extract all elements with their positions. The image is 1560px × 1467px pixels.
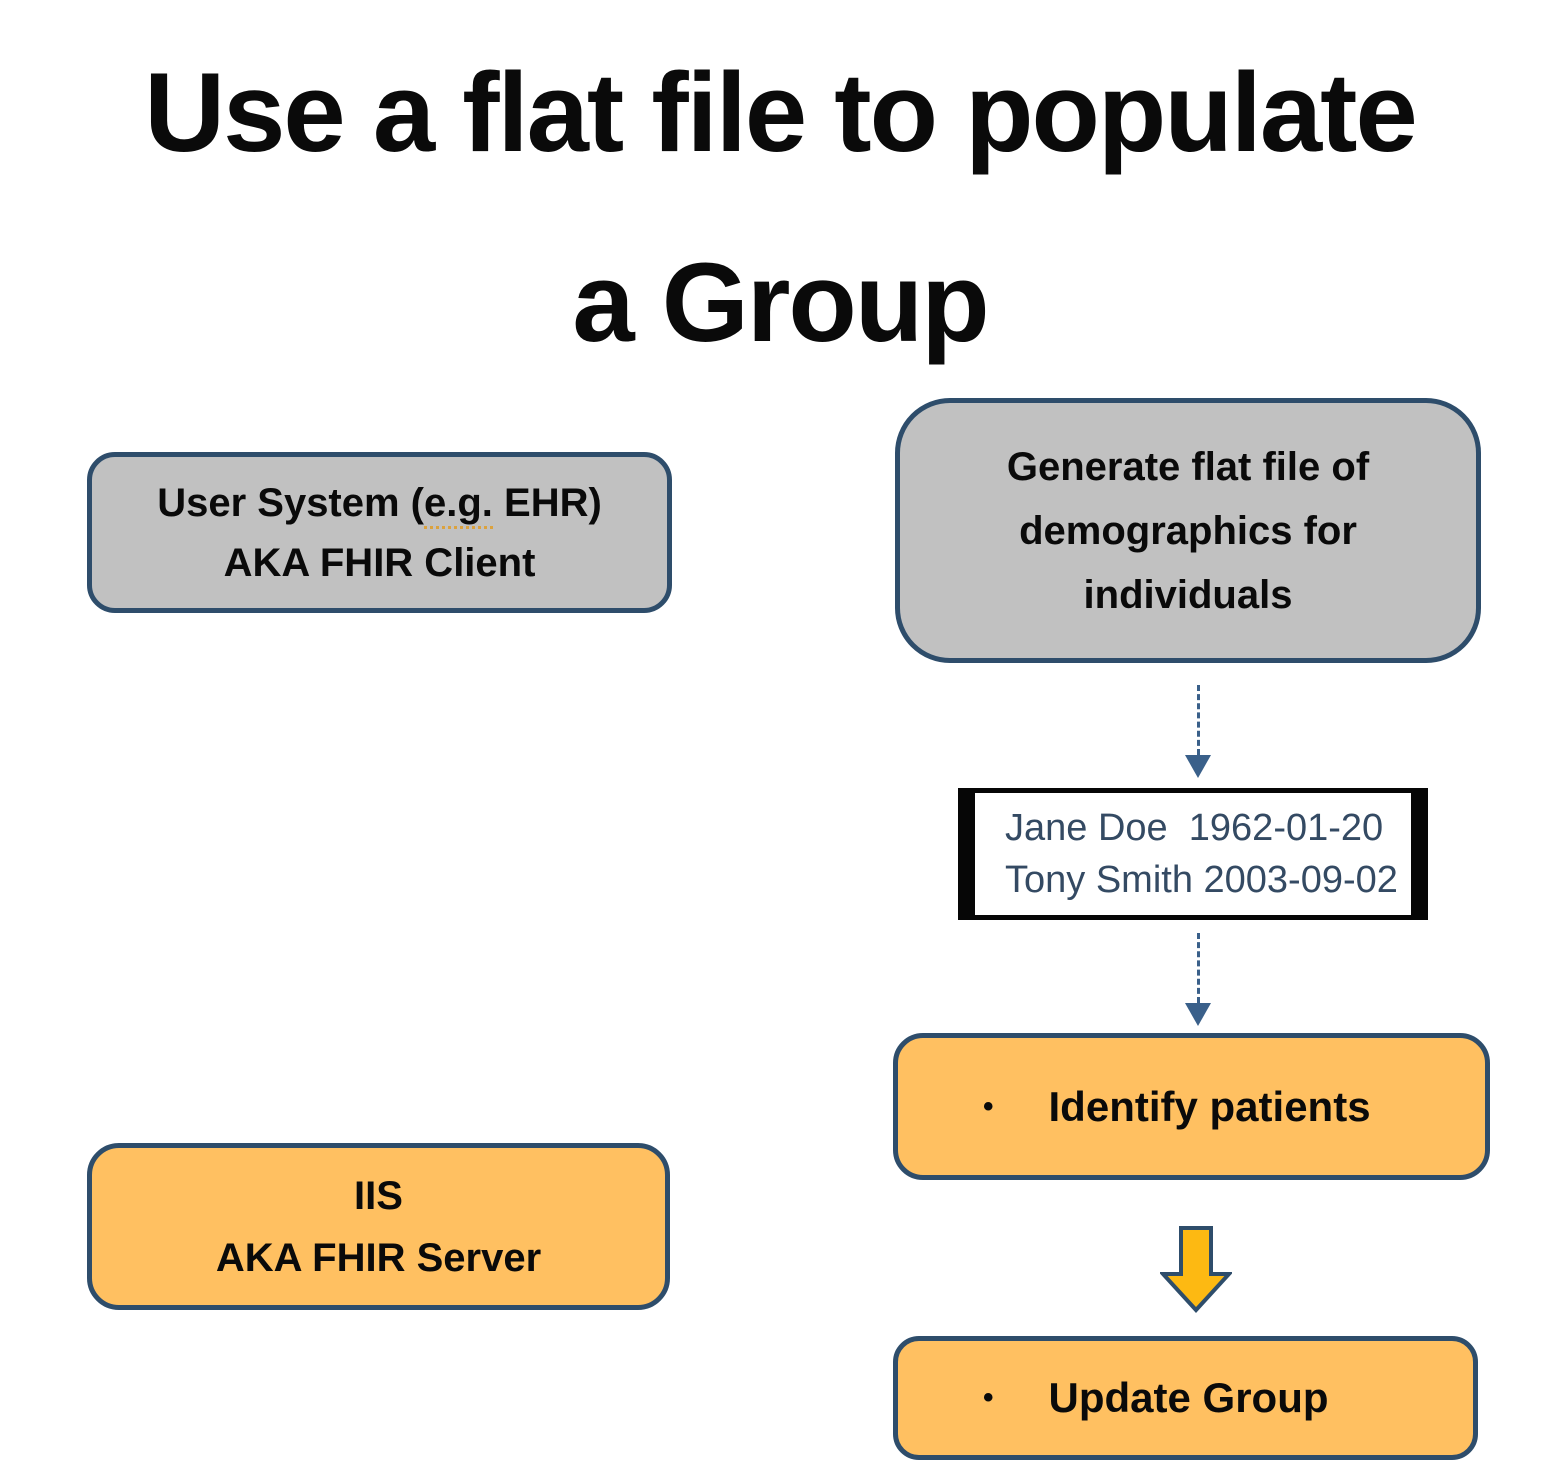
user-system-line1-post: EHR) bbox=[492, 480, 602, 525]
dashed-arrow-stem bbox=[1196, 933, 1200, 1003]
iis-box: IIS AKA FHIR Server bbox=[87, 1143, 670, 1310]
generate-line2: demographics for bbox=[1019, 508, 1357, 553]
generate-line1: Generate flat file of bbox=[1006, 444, 1370, 489]
generate-flat-file-box: Generate flat file of demographics for i… bbox=[895, 398, 1481, 663]
iis-line2: AKA FHIR Server bbox=[215, 1235, 542, 1280]
update-group-label: Update Group bbox=[1048, 1374, 1329, 1421]
generate-line3: individuals bbox=[1083, 572, 1293, 617]
dashed-down-arrow-icon bbox=[1184, 685, 1212, 778]
user-system-line2: AKA FHIR Client bbox=[223, 540, 536, 585]
flat-file-contents-box: Jane Doe 1962-01-20 Tony Smith 2003-09-0… bbox=[958, 788, 1428, 920]
user-system-line1-pre: User System ( bbox=[157, 480, 424, 525]
identify-patients-box: • Identify patients bbox=[893, 1033, 1490, 1180]
page-title: Use a flat file to populate a Group bbox=[0, 18, 1560, 398]
iis-line1: IIS bbox=[354, 1173, 403, 1218]
dashed-arrow-head bbox=[1185, 1003, 1211, 1026]
dashed-arrow-stem bbox=[1196, 685, 1200, 755]
dashed-down-arrow-icon bbox=[1184, 933, 1212, 1026]
bullet-icon: • bbox=[983, 1089, 994, 1123]
user-system-line1: User System (e.g. EHR) bbox=[157, 473, 602, 533]
page-title-line1: Use a flat file to populate bbox=[144, 50, 1418, 175]
dashed-arrow-head bbox=[1185, 755, 1211, 778]
bullet-icon: • bbox=[983, 1381, 994, 1414]
user-system-box: User System (e.g. EHR) AKA FHIR Client bbox=[87, 452, 672, 613]
block-down-arrow-icon bbox=[1160, 1226, 1232, 1313]
page-title-line2: a Group bbox=[572, 240, 989, 365]
user-system-line1-typo: e.g. bbox=[424, 480, 493, 529]
flat-file-line2: Tony Smith 2003-09-02 bbox=[1005, 859, 1398, 901]
identify-patients-label: Identify patients bbox=[1048, 1082, 1371, 1130]
update-group-box: • Update Group bbox=[893, 1336, 1478, 1460]
flat-file-line1: Jane Doe 1962-01-20 bbox=[1005, 807, 1384, 849]
